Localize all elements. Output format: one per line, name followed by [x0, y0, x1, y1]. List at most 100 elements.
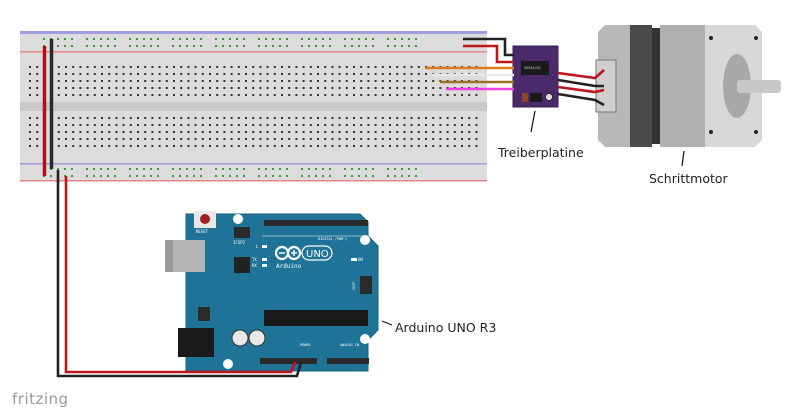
breadboard-hole — [157, 38, 159, 40]
breadboard-hole — [129, 66, 132, 68]
breadboard-hole — [115, 124, 118, 126]
breadboard-hole — [86, 168, 88, 170]
breadboard-hole — [410, 73, 413, 75]
breadboard-hole — [345, 131, 348, 133]
breadboard-hole — [72, 66, 75, 68]
breadboard-hole — [396, 66, 399, 68]
breadboard-hole — [165, 94, 168, 96]
breadboard-hole — [194, 73, 197, 75]
breadboard-hole — [288, 138, 291, 140]
breadboard-hole — [367, 73, 370, 75]
motor-wire-b1 — [557, 85, 605, 94]
breadboard-hole — [439, 87, 442, 89]
breadboard-hole — [215, 38, 217, 40]
breadboard-hole — [372, 38, 374, 40]
breadboard-hole — [389, 131, 391, 133]
driver-label: Treiberplatine — [498, 145, 584, 160]
uno-logo-text: UNO — [306, 249, 329, 260]
breadboard-hole — [358, 38, 360, 40]
breadboard-hole — [317, 117, 319, 119]
breadboard-hole — [425, 131, 427, 133]
breadboard-hole — [230, 73, 233, 75]
breadboard-hole — [65, 66, 67, 68]
breadboard-hole — [453, 94, 456, 96]
breadboard-hole — [322, 38, 324, 40]
breadboard-hole — [114, 175, 116, 177]
breadboard-hole — [193, 175, 195, 177]
breadboard-hole — [273, 87, 276, 89]
breadboard-hole — [279, 45, 281, 47]
breadboard-hole — [401, 168, 403, 170]
breadboard-hole — [403, 131, 406, 133]
breadboard-hole — [288, 131, 291, 133]
breadboard-hole — [122, 131, 125, 133]
breadboard-hole — [302, 66, 305, 68]
breadboard-hole — [425, 80, 427, 82]
breadboard-hole — [295, 73, 298, 75]
breadboard-hole — [245, 80, 247, 82]
breadboard-hole — [410, 124, 413, 126]
breadboard-hole — [150, 45, 152, 47]
breadboard-hole — [108, 66, 111, 68]
breadboard-hole — [425, 138, 427, 140]
breadboard-hole — [144, 138, 147, 140]
breadboard-hole — [180, 80, 183, 82]
breadboard-hole — [475, 94, 478, 96]
breadboard-hole — [93, 138, 96, 140]
breadboard-hole — [72, 117, 75, 119]
breadboard-hole — [425, 145, 427, 147]
breadboard-hole — [387, 45, 389, 47]
breadboard-hole — [237, 80, 240, 82]
breadboard-hole — [295, 124, 298, 126]
breadboard-hole — [338, 73, 341, 75]
breadboard-hole — [64, 168, 66, 170]
breadboard-hole — [237, 138, 240, 140]
breadboard-hole — [29, 87, 31, 89]
icsp2-header — [234, 227, 250, 238]
breadboard-hole — [86, 175, 88, 177]
breadboard-hole — [143, 38, 145, 40]
breadboard-hole — [173, 87, 175, 89]
breadboard-hole — [151, 94, 154, 96]
breadboard-hole — [252, 138, 255, 140]
breadboard-hole — [324, 94, 327, 96]
breadboard-hole — [309, 131, 312, 133]
breadboard-hole — [245, 87, 247, 89]
breadboard-hole — [381, 138, 384, 140]
breadboard-hole — [194, 131, 197, 133]
breadboard-hole — [245, 131, 247, 133]
breadboard-hole — [173, 117, 175, 119]
breadboard-hole — [266, 73, 269, 75]
breadboard-hole — [129, 117, 132, 119]
breadboard-hole — [151, 117, 154, 119]
breadboard-hole — [165, 117, 168, 119]
breadboard-hole — [453, 138, 456, 140]
breadboard-hole — [86, 117, 89, 119]
breadboard-hole — [367, 94, 370, 96]
breadboard-hole — [425, 117, 427, 119]
breadboard-hole — [374, 117, 377, 119]
breadboard-hole — [173, 138, 175, 140]
breadboard-hole — [389, 94, 391, 96]
breadboard-hole — [122, 94, 125, 96]
breadboard-hole — [236, 45, 238, 47]
breadboard-hole — [309, 87, 312, 89]
breadboard-hole — [222, 38, 224, 40]
breadboard-hole — [468, 94, 471, 96]
breadboard-hole — [374, 138, 377, 140]
breadboard-hole — [389, 80, 391, 82]
top-rail-line-blue — [20, 31, 487, 34]
breadboard-hole — [381, 87, 384, 89]
breadboard-hole — [403, 87, 406, 89]
breadboard-hole — [100, 45, 102, 47]
breadboard-hole — [209, 124, 211, 126]
breadboard-hole — [245, 117, 247, 119]
breadboard-hole — [374, 124, 377, 126]
breadboard-hole — [367, 131, 370, 133]
breadboard-hole — [180, 73, 183, 75]
breadboard-hole — [157, 175, 159, 177]
wires — [56, 37, 605, 378]
breadboard-hole — [317, 145, 319, 147]
breadboard-hole — [222, 45, 224, 47]
arduino-logo-text: Arduino — [276, 263, 302, 270]
